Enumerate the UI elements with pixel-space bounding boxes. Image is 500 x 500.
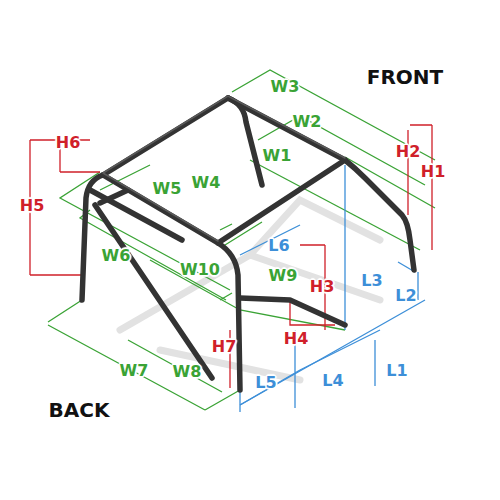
dimension-label: H2 (396, 144, 421, 160)
dimension-label: W1 (263, 148, 292, 164)
drawing-stroke (95, 205, 212, 378)
drawing-stroke (240, 272, 425, 412)
dimension-label: W4 (192, 175, 221, 191)
dimension-label: W10 (180, 262, 220, 278)
drawing-stroke (407, 130, 408, 215)
drawing-stroke (228, 98, 414, 270)
view-label: FRONT (367, 67, 443, 87)
dimension-label: H3 (310, 279, 335, 295)
drawing-stroke (150, 260, 345, 330)
dimension-label: W7 (120, 363, 149, 379)
dimension-label: L3 (361, 273, 382, 289)
dimension-label: W2 (293, 114, 322, 130)
drawing-stroke (240, 298, 345, 325)
dimension-label: W3 (271, 79, 300, 95)
dimension-label: L6 (268, 238, 289, 254)
dimension-label: W9 (269, 268, 298, 284)
drawing-stroke (344, 165, 345, 330)
dimension-label: H4 (284, 331, 309, 347)
dimension-label: H6 (56, 135, 81, 151)
view-label: BACK (49, 400, 110, 420)
drawing-stroke (48, 300, 240, 410)
drawing-stroke (100, 165, 232, 230)
dimension-label: W5 (153, 181, 182, 197)
dimension-label: W6 (102, 248, 131, 264)
drawing-stroke (82, 98, 228, 300)
tube-highlight (103, 96, 345, 241)
drawing-stroke (240, 225, 300, 255)
roll-cage-tubes (82, 98, 414, 390)
drawing-stroke (100, 190, 128, 203)
dimension-label: L4 (322, 373, 343, 389)
length-dimension-lines (240, 165, 425, 412)
dimension-label: L2 (395, 288, 416, 304)
dimension-label: L1 (386, 363, 407, 379)
dimension-label: L5 (255, 375, 276, 391)
dimension-label: H7 (212, 339, 237, 355)
drawing-stroke (103, 96, 345, 241)
dimension-label: W8 (173, 364, 202, 380)
drawing-stroke (218, 160, 345, 243)
dimension-label: H5 (20, 198, 45, 214)
width-dimension-lines (48, 70, 435, 410)
drawing-stroke (220, 293, 232, 300)
dimension-label: H1 (421, 164, 446, 180)
